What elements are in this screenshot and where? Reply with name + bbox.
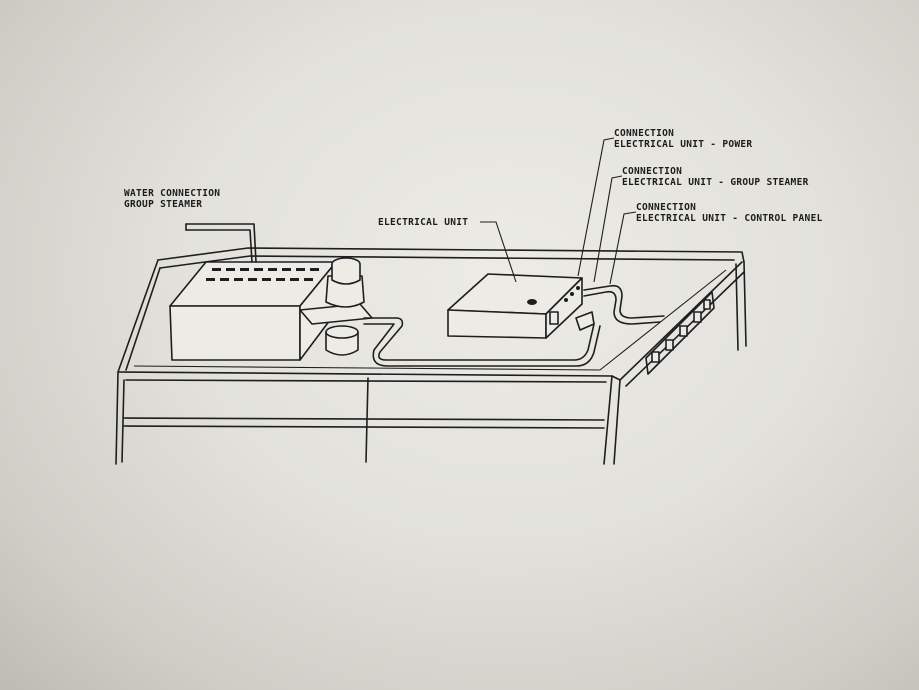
label-electrical-unit: ELECTRICAL UNIT	[378, 217, 468, 228]
leader-lines	[480, 137, 637, 285]
label-conn-group-line2: ELECTRICAL UNIT - GROUP STEAMER	[622, 177, 809, 188]
label-conn-panel-line2: ELECTRICAL UNIT - CONTROL PANEL	[636, 213, 823, 224]
label-conn-power-line1: CONNECTION	[614, 128, 674, 139]
labels: WATER CONNECTION GROUP STEAMER ELECTRICA…	[124, 128, 823, 228]
steamer-vents	[206, 268, 319, 281]
control-button-3	[679, 325, 688, 337]
group-steamer-unit	[169, 223, 337, 361]
electrical-unit-box	[447, 273, 665, 339]
control-button-5	[703, 299, 711, 310]
label-conn-group-line1: CONNECTION	[622, 166, 682, 177]
control-button-2	[665, 339, 674, 351]
label-conn-panel-line1: CONNECTION	[636, 202, 696, 213]
electrical-unit-socket	[549, 311, 559, 325]
label-water-connection-line2: GROUP STEAMER	[124, 199, 202, 210]
label-water-connection-line1: WATER CONNECTION	[124, 188, 220, 199]
control-panel	[645, 291, 715, 375]
electrical-unit-knob	[527, 299, 537, 305]
connection-hose	[363, 317, 601, 367]
control-button-4	[693, 311, 702, 323]
control-button-1	[651, 351, 660, 363]
steam-motor	[299, 257, 373, 356]
label-conn-power-line2: ELECTRICAL UNIT - POWER	[614, 139, 752, 150]
